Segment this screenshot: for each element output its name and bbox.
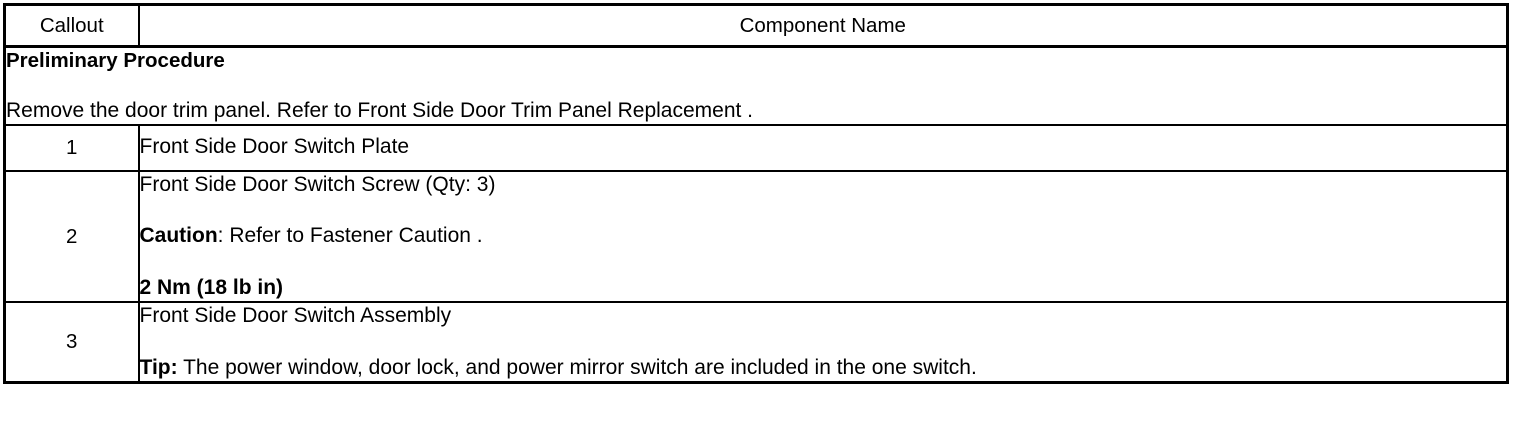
preliminary-procedure-cell: Preliminary Procedure Remove the door tr… <box>4 46 1508 127</box>
table-header: Callout Component Name <box>4 4 1508 48</box>
component-name-cell: Front Side Door Switch Assembly Tip: The… <box>138 301 1508 383</box>
column-header-callout: Callout <box>4 4 140 48</box>
table-row: 3 Front Side Door Switch Assembly Tip: T… <box>4 301 1508 383</box>
torque-spec-line: 2 Nm (18 lb in) <box>139 275 284 299</box>
callout-number: 3 <box>4 301 140 383</box>
component-line: Front Side Door Switch Plate <box>139 135 410 159</box>
component-table: Callout Component Name Preliminary Proce… <box>3 3 1509 384</box>
caution-label: Caution <box>139 224 218 248</box>
caution-separator: : <box>217 224 230 248</box>
tip-line: Tip: The power window, door lock, and po… <box>140 355 1507 381</box>
table-row: 1 Front Side Door Switch Plate <box>4 124 1508 172</box>
preliminary-procedure-row: Preliminary Procedure Remove the door tr… <box>4 46 1508 127</box>
preliminary-procedure-title: Preliminary Procedure <box>6 49 225 72</box>
tip-label: Tip: <box>139 355 178 379</box>
caution-line: Caution: Refer to Fastener Caution . <box>140 223 1507 249</box>
callout-number: 1 <box>4 124 140 172</box>
header-row: Callout Component Name <box>4 4 1508 48</box>
table-row: 2 Front Side Door Switch Screw (Qty: 3) … <box>4 170 1508 304</box>
component-line: Front Side Door Switch Screw (Qty: 3) <box>139 172 496 196</box>
component-name-cell: Front Side Door Switch Screw (Qty: 3) Ca… <box>138 170 1508 304</box>
preliminary-procedure-text: Remove the door trim panel. Refer to Fro… <box>6 98 753 122</box>
tip-text: The power window, door lock, and power m… <box>183 355 977 379</box>
component-line: Front Side Door Switch Assembly <box>139 304 452 328</box>
column-header-component-name: Component Name <box>138 4 1508 48</box>
table-body: Preliminary Procedure Remove the door tr… <box>4 46 1508 383</box>
callout-number: 2 <box>4 170 140 304</box>
component-name-cell: Front Side Door Switch Plate <box>138 124 1508 172</box>
caution-text: Refer to Fastener Caution . <box>229 224 483 248</box>
